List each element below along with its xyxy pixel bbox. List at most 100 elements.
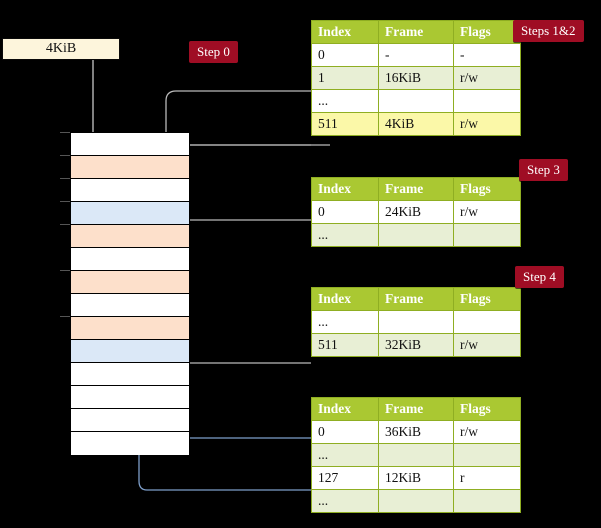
cell-index: 1 xyxy=(311,66,379,90)
cell-index: 127 xyxy=(311,466,379,490)
table-row[interactable]: ... xyxy=(311,489,521,513)
cell-frame: 32KiB xyxy=(378,333,454,357)
memory-scale-tick xyxy=(60,201,70,202)
column-header-flags: Flags xyxy=(453,397,521,421)
memory-frame-row xyxy=(71,386,189,409)
memory-frame-row xyxy=(71,133,189,156)
cell-frame xyxy=(378,310,454,334)
cell-flags: r xyxy=(453,466,521,490)
step-badge-step4: Step 4 xyxy=(515,266,564,288)
connector-pml4-out xyxy=(165,90,311,262)
table-row[interactable]: 0-- xyxy=(311,43,521,67)
memory-frame-row xyxy=(71,432,189,455)
memory-scale-tick xyxy=(60,224,70,225)
connector-pd-out xyxy=(171,324,311,364)
memory-scale-tick xyxy=(60,178,70,179)
cell-frame: 12KiB xyxy=(378,466,454,490)
memory-frame-row xyxy=(71,294,189,317)
memory-frame-row xyxy=(71,271,189,294)
memory-frame-row xyxy=(71,317,189,340)
memory-frame-row xyxy=(71,202,189,225)
table-row[interactable]: ... xyxy=(311,310,521,334)
table-row[interactable]: ... xyxy=(311,223,521,247)
table-row[interactable]: ... xyxy=(311,89,521,113)
table-row[interactable]: ... xyxy=(311,443,521,467)
cell-frame xyxy=(378,443,454,467)
cell-flags: r/w xyxy=(453,200,521,224)
memory-frame-row xyxy=(71,248,189,271)
virtual-page-label: 4KiB xyxy=(45,41,77,56)
memory-frame-row xyxy=(71,409,189,432)
column-header-frame: Frame xyxy=(378,20,454,44)
connector-mem-to-pdpt xyxy=(173,144,311,156)
column-header-flags: Flags xyxy=(453,20,521,44)
cell-frame xyxy=(378,223,454,247)
cell-flags: r/w xyxy=(453,333,521,357)
cell-index: 511 xyxy=(311,112,379,136)
cell-flags xyxy=(453,223,521,247)
cell-flags xyxy=(453,310,521,334)
cell-flags: r/w xyxy=(453,66,521,90)
memory-frame-row xyxy=(71,340,189,363)
memory-scale-tick xyxy=(60,316,70,317)
virtual-page-box: 4KiB xyxy=(2,38,120,60)
connector-pdpt-out xyxy=(176,219,311,252)
cell-frame: - xyxy=(378,43,454,67)
column-header-flags: Flags xyxy=(453,287,521,311)
cell-frame: 24KiB xyxy=(378,200,454,224)
memory-frame-row xyxy=(71,363,189,386)
cell-index: ... xyxy=(311,89,379,113)
cell-frame: 4KiB xyxy=(378,112,454,136)
cell-index: 0 xyxy=(311,43,379,67)
column-header-index: Index xyxy=(311,397,379,421)
cell-index: ... xyxy=(311,443,379,467)
cell-flags: - xyxy=(453,43,521,67)
column-header-index: Index xyxy=(311,177,379,201)
cell-index: ... xyxy=(311,223,379,247)
column-header-frame: Frame xyxy=(378,287,454,311)
memory-scale-tick xyxy=(60,132,70,133)
column-header-flags: Flags xyxy=(453,177,521,201)
cell-frame: 36KiB xyxy=(378,420,454,444)
memory-frame-row xyxy=(71,225,189,248)
cell-index: ... xyxy=(311,489,379,513)
step-badge-steps12: Steps 1&2 xyxy=(513,20,584,42)
cell-index: 0 xyxy=(311,200,379,224)
column-header-index: Index xyxy=(311,287,379,311)
column-header-frame: Frame xyxy=(378,397,454,421)
cell-flags xyxy=(453,489,521,513)
memory-frame-row xyxy=(71,156,189,179)
connector-curve-upper xyxy=(175,144,330,158)
step-badge-step3: Step 3 xyxy=(519,159,568,181)
cell-flags: r/w xyxy=(453,420,521,444)
column-header-index: Index xyxy=(311,20,379,44)
cell-flags xyxy=(453,89,521,113)
memory-frame-row xyxy=(71,179,189,202)
connector-pt-row127 xyxy=(132,332,311,491)
cell-frame xyxy=(378,89,454,113)
step-badge-step0: Step 0 xyxy=(189,41,238,63)
cell-frame xyxy=(378,489,454,513)
cell-index: 0 xyxy=(311,420,379,444)
cell-flags: r/w xyxy=(453,112,521,136)
column-header-frame: Frame xyxy=(378,177,454,201)
cell-frame: 16KiB xyxy=(378,66,454,90)
cell-index: ... xyxy=(311,310,379,334)
memory-scale-tick xyxy=(60,270,70,271)
memory-scale-tick xyxy=(60,155,70,156)
cell-index: 511 xyxy=(311,333,379,357)
